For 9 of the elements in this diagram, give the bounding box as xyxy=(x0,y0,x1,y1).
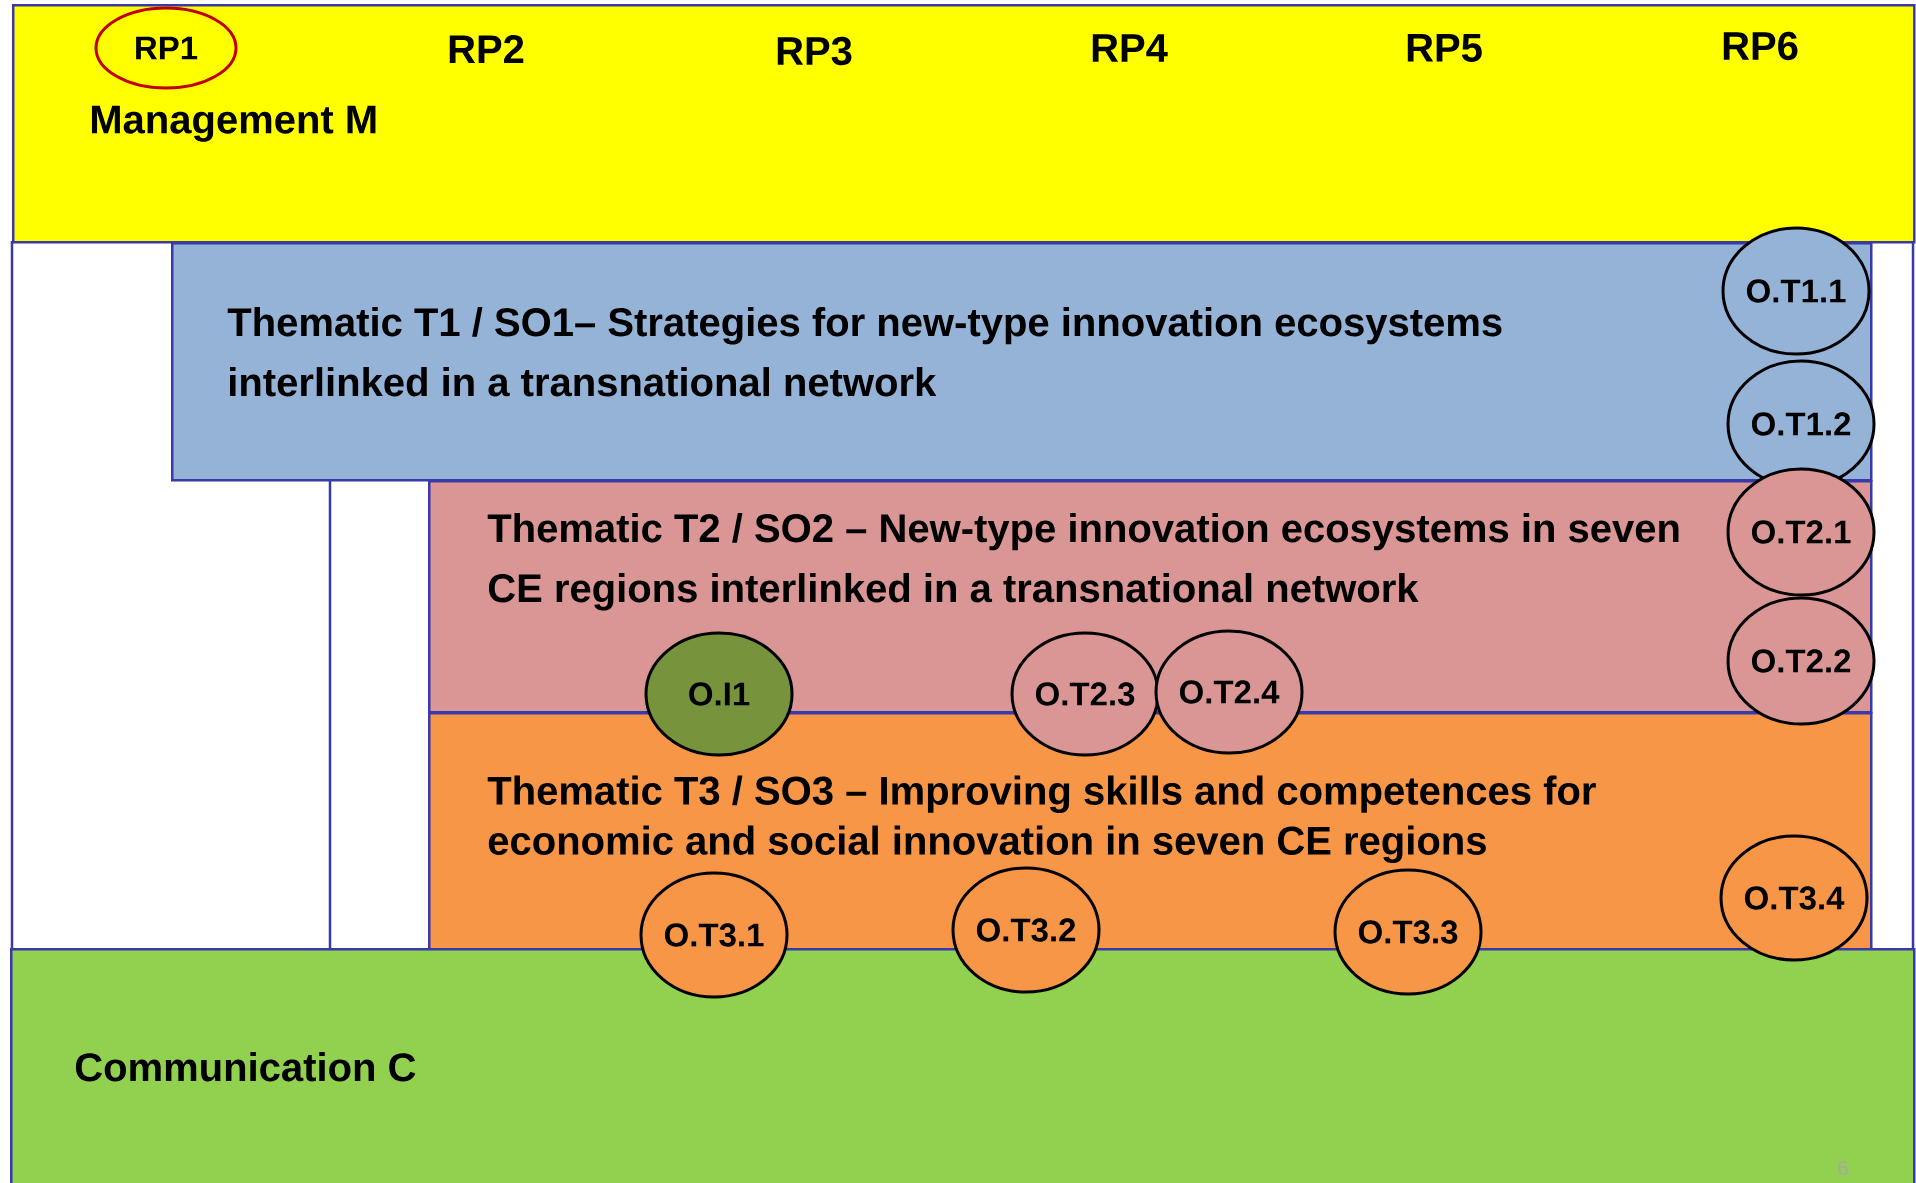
period-label: RP4 xyxy=(1092,34,1168,62)
node-label: O.T2.2 xyxy=(1751,649,1851,673)
page-number: 6 xyxy=(1838,1160,1848,1176)
period-label: RP6 xyxy=(1723,31,1798,61)
period-label: RP5 xyxy=(1407,34,1482,62)
node-label: O.T2.1 xyxy=(1751,520,1851,544)
period-label: RP2 xyxy=(449,35,524,63)
node-label: O.T1.2 xyxy=(1751,412,1851,436)
period-label: RP3 xyxy=(777,36,852,66)
